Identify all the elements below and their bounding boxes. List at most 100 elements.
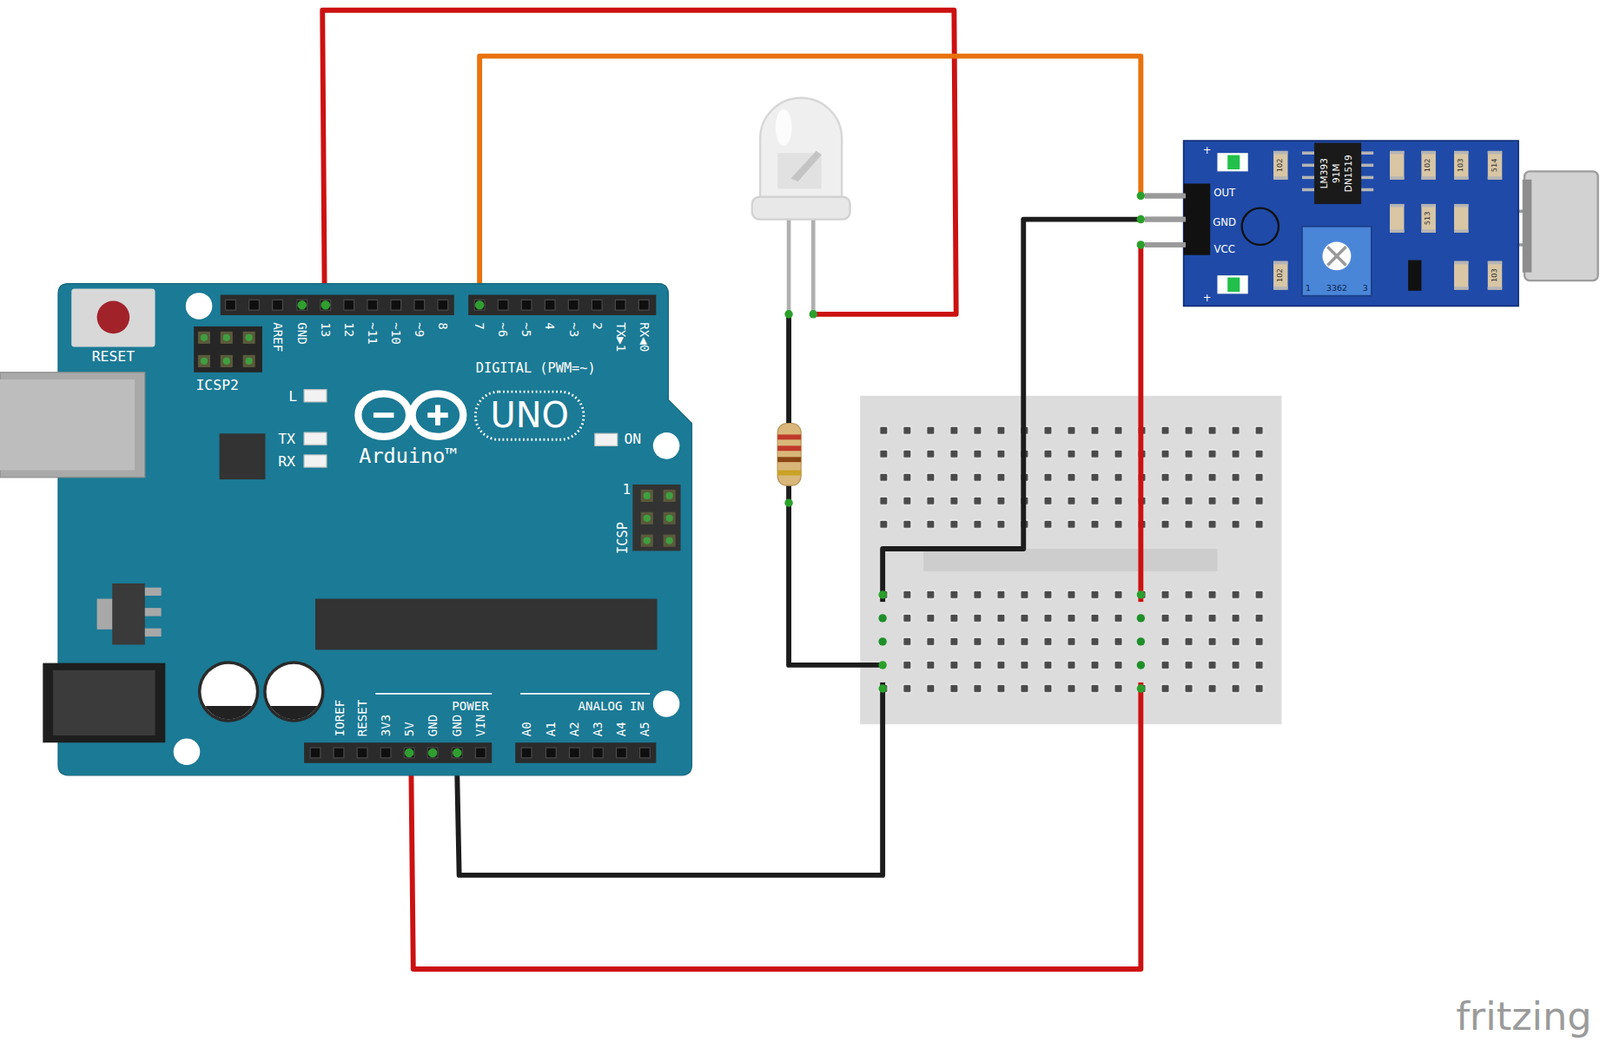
mounting-hole <box>173 739 201 767</box>
text-slot: POWER <box>451 700 489 713</box>
led-leg <box>811 218 816 314</box>
pin-label: A3 <box>591 721 604 737</box>
node-drawing <box>1137 140 1519 306</box>
node-drawing <box>0 284 692 776</box>
capacitor-top <box>200 664 256 720</box>
pin-label: 5V <box>403 721 416 737</box>
resistor-code: 513 <box>1425 211 1433 226</box>
capacitor <box>198 661 259 722</box>
resistor-code: 103 <box>1491 268 1499 283</box>
potentiometer-slot <box>1327 246 1346 265</box>
wire-end <box>1137 191 1145 200</box>
resistor-code: 102 <box>1276 268 1284 283</box>
wire-end <box>809 310 818 318</box>
smd-resistor <box>1421 151 1435 180</box>
microphone <box>1524 171 1599 281</box>
text-slot: VCC <box>1213 244 1235 256</box>
smd-resistor-cap <box>1421 176 1435 180</box>
resistor-band <box>777 456 801 463</box>
microcontroller <box>315 599 658 651</box>
resistor-band <box>777 470 801 477</box>
chip-pin <box>1361 176 1374 180</box>
chip-marking: 91M <box>1332 163 1343 184</box>
resistor-code: 514 <box>1491 158 1499 172</box>
header-pin <box>593 747 604 759</box>
logo-plus <box>435 404 441 425</box>
led-label: L <box>288 389 298 404</box>
smd-resistor-cap <box>1389 176 1404 180</box>
chip-pin <box>1302 188 1315 192</box>
header-bracket <box>520 693 650 695</box>
header-pin <box>198 331 211 344</box>
pin-connected <box>297 300 307 311</box>
capacitor <box>263 661 324 722</box>
text-slot: IOREF <box>333 700 346 737</box>
smd-resistor <box>1454 204 1468 233</box>
resistor-band <box>777 445 801 451</box>
pin-connected <box>404 748 415 759</box>
header-pin-tip <box>666 492 674 500</box>
reset-cap <box>97 301 131 335</box>
polarity-mark: + <box>1203 292 1212 304</box>
module-pin <box>1144 193 1186 199</box>
header-pin <box>437 299 449 311</box>
smd-resistor-cap <box>1487 261 1502 265</box>
text-slot: 102 <box>1425 158 1433 172</box>
header-pin-tip <box>200 357 208 365</box>
text-slot: ON <box>623 431 642 446</box>
pin-label: 8 <box>436 322 450 330</box>
header-pin <box>249 299 260 311</box>
resistor-band <box>777 434 801 440</box>
text-slot: TX <box>277 431 296 446</box>
wire-end <box>1137 684 1145 693</box>
power-jack-face <box>52 670 155 736</box>
comparator-chip <box>1314 142 1362 204</box>
text-slot: RESET <box>356 700 369 737</box>
regulator-pin <box>145 608 162 616</box>
icsp-header <box>632 484 681 551</box>
pin-number: 1 <box>622 482 631 496</box>
logo <box>412 393 464 437</box>
smd-resistor-cap <box>1487 151 1502 155</box>
header-pin-tip <box>666 537 674 545</box>
breadboard-strip <box>874 601 892 683</box>
led-label: TX <box>277 431 296 446</box>
regulator-pin <box>145 588 162 596</box>
chip-pin <box>1302 164 1315 168</box>
led-leg <box>786 218 792 314</box>
header-pin <box>333 747 344 759</box>
text-slot: GND <box>426 714 439 737</box>
led-post <box>790 151 821 182</box>
mounting-hole <box>653 690 681 718</box>
text-slot: A0 <box>520 721 533 737</box>
header-pin <box>616 747 628 759</box>
text-slot: 13 <box>319 322 332 338</box>
header-label: ICSP2 <box>195 377 239 392</box>
text-slot: TX▶1 <box>614 322 627 352</box>
text-slot: UNO <box>489 397 569 433</box>
text-slot: ANALOG IN <box>577 700 644 713</box>
board-label: RESET <box>92 349 136 364</box>
smd-resistor-cap <box>1273 151 1288 155</box>
text-slot: 12 <box>343 322 356 338</box>
pin-connected <box>428 748 438 759</box>
header-pin <box>638 299 649 311</box>
header-pin <box>640 747 651 759</box>
text-slot: 3 <box>1362 284 1369 293</box>
text-slot: A4 <box>614 721 628 737</box>
smd-resistor-cap <box>1273 261 1288 265</box>
usb-connector <box>0 372 146 478</box>
header-pin <box>497 299 509 311</box>
smd-led-lens <box>1227 277 1240 292</box>
pin-label: ~5 <box>520 322 533 338</box>
pin-label: VIN <box>474 714 487 737</box>
header-pin <box>357 747 368 759</box>
usb-connector-face <box>0 379 135 471</box>
module-header <box>1183 183 1211 255</box>
smd-led-lens <box>1227 155 1240 170</box>
label-slot: fritzing <box>1455 998 1592 1038</box>
text-slot: 91M <box>1332 163 1343 184</box>
smd-resistor <box>1454 151 1468 180</box>
resistor-code: 103 <box>1457 158 1465 172</box>
